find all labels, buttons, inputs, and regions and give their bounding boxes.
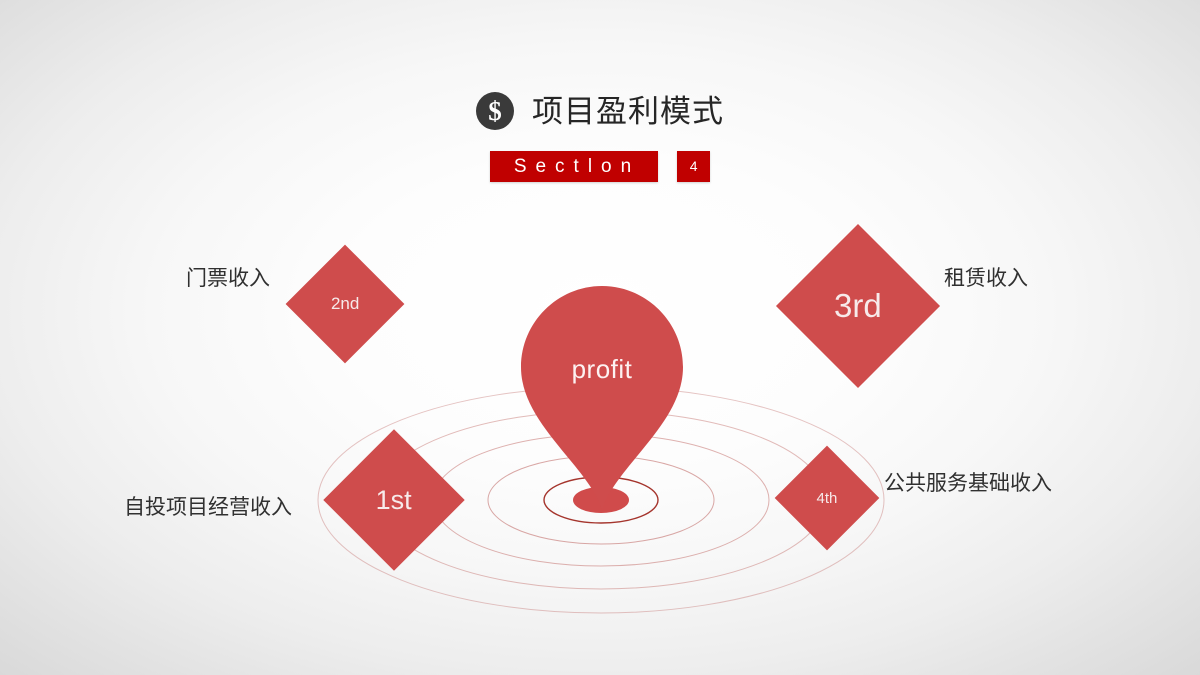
- node-marker-3rd[interactable]: 3rd: [775, 223, 941, 389]
- section-label: Sectlon: [489, 151, 659, 182]
- node-marker-4th[interactable]: 4th: [774, 445, 880, 551]
- node-marker-1st[interactable]: 1st: [323, 429, 465, 571]
- node-caption-4th: 公共服务基础收入: [884, 472, 1052, 495]
- node-marker-2nd[interactable]: 2nd: [285, 244, 405, 364]
- slide-header: $ 项目盈利模式: [0, 92, 1200, 130]
- node-marker-4th-label: 4th: [816, 489, 838, 507]
- section-number-badge: 4: [677, 151, 711, 182]
- map-marker-icon: [521, 286, 683, 511]
- title-row: $ 项目盈利模式: [476, 92, 724, 130]
- node-marker-2nd-label: 2nd: [330, 294, 360, 313]
- dollar-icon: $: [476, 92, 514, 130]
- section-banner: Sectlon 4: [0, 151, 1200, 182]
- page-title: 项目盈利模式: [532, 93, 724, 129]
- node-marker-3rd-label: 3rd: [834, 286, 882, 324]
- node-caption-3rd: 租赁收入: [944, 267, 1028, 290]
- node-marker-1st-label: 1st: [375, 484, 413, 515]
- profit-pin[interactable]: profit: [497, 286, 707, 511]
- node-caption-1st: 自投项目经营收入: [124, 496, 292, 519]
- node-caption-2nd: 门票收入: [186, 267, 270, 290]
